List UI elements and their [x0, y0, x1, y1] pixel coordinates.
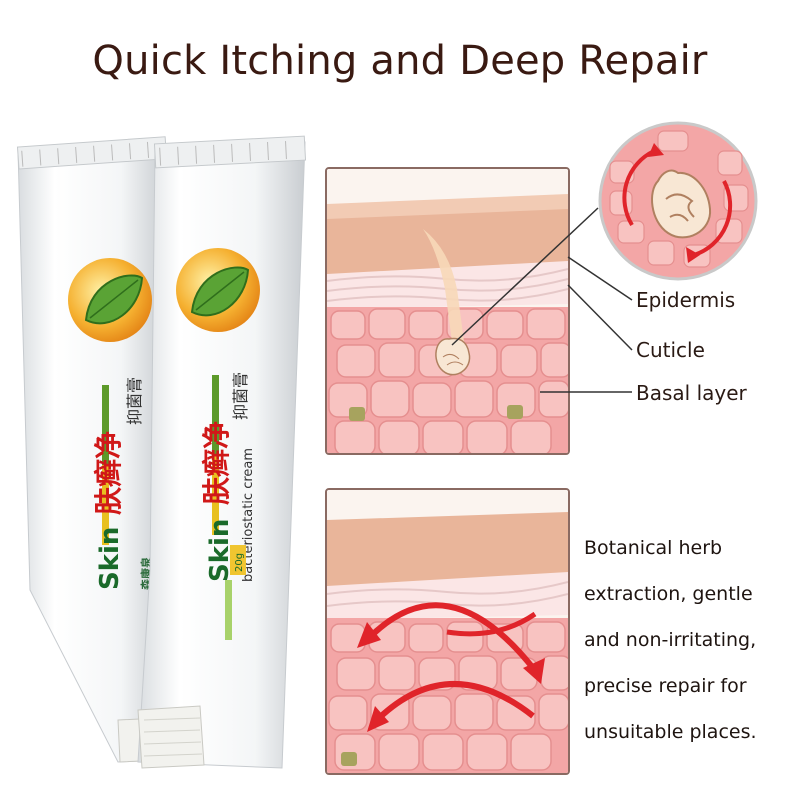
product-tubes-image: 肤癣净 抑菌膏 Skin 森康泉 肤癣净 抑菌膏 Skin bacteriost… [16, 135, 307, 769]
page-title: Quick Itching and Deep Repair [92, 38, 708, 84]
tube-left-brand: Skin [95, 527, 125, 590]
tube-right-subtitle-cn: 抑菌膏 [231, 372, 250, 420]
skin-diagram-bottom [325, 488, 570, 775]
repair-arrows [357, 602, 545, 732]
tube-right-weight: 20g [234, 553, 245, 572]
benefit-description: Botanical herb extraction, gentle and no… [584, 525, 794, 755]
tube-left-name-cn: 肤癣净 [92, 431, 125, 515]
description-line: Botanical herb [584, 537, 723, 559]
description-line: unsuitable places. [584, 721, 757, 743]
description-line: extraction, gentle [584, 583, 753, 605]
label-basal-layer: Basal layer [636, 381, 747, 405]
description-line: precise repair for [584, 675, 747, 697]
cell-zoom-circle [598, 121, 758, 281]
skin-diagram-top [325, 167, 570, 455]
label-epidermis: Epidermis [636, 288, 736, 312]
tube-left-subtitle-cn: 抑菌膏 [125, 377, 144, 425]
description-line: and non-irritating, [584, 629, 757, 651]
label-cuticle: Cuticle [636, 338, 705, 362]
tube-right-name-cn: 肤癣净 [200, 421, 233, 505]
tube-right: 肤癣净 抑菌膏 Skin bacteriostatic cream 20g [137, 135, 307, 769]
